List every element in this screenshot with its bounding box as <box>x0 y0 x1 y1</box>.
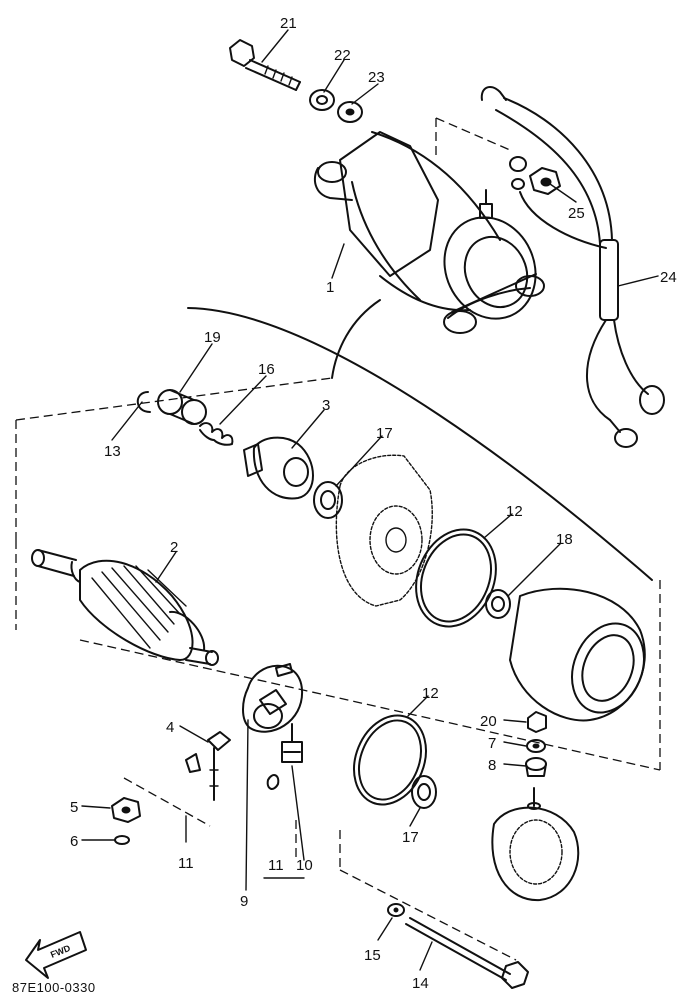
callout-22: 22 <box>334 47 351 64</box>
terminal-ring <box>509 156 527 190</box>
rear-cover <box>491 787 580 902</box>
callout-11-right: 11 <box>268 857 284 874</box>
ref-line-11 <box>123 777 211 827</box>
callout-1: 1 <box>326 279 334 296</box>
part-23-washer <box>337 101 363 123</box>
callout-19: 19 <box>204 329 221 346</box>
part-6-washer <box>114 835 130 845</box>
part-25-nut <box>529 167 561 195</box>
part-10-brush-assy <box>281 723 303 763</box>
callout-2: 2 <box>170 539 178 556</box>
bounding-diagonal <box>79 639 661 771</box>
part-21-bolt <box>229 39 301 91</box>
callout-6: 6 <box>70 833 78 850</box>
callout-11-left: 11 <box>178 855 194 872</box>
callout-20: 20 <box>480 713 497 730</box>
callout-5: 5 <box>70 799 78 816</box>
callout-23: 23 <box>368 69 385 86</box>
callout-18: 18 <box>556 531 573 548</box>
callout-17-lower: 17 <box>402 829 419 846</box>
part-19-collar <box>157 389 207 425</box>
ref-line-lower <box>339 869 517 961</box>
part-17-washer-lower <box>411 775 437 809</box>
part-18-washer <box>485 589 511 619</box>
part-24-starter-cable <box>480 85 665 448</box>
callout-16: 16 <box>258 361 275 378</box>
part-17-washer-upper <box>313 481 343 519</box>
callout-15: 15 <box>364 947 381 964</box>
callout-9: 9 <box>240 893 248 910</box>
ref-line-nut <box>435 117 511 151</box>
callout-8: 8 <box>488 757 496 774</box>
leader-lines <box>81 29 659 971</box>
part-2-armature <box>31 549 219 666</box>
part-15-washer <box>387 903 405 917</box>
callout-10: 10 <box>296 857 313 874</box>
callout-3: 3 <box>322 397 330 414</box>
part-9-brush-plate <box>242 663 304 733</box>
callout-25: 25 <box>568 205 585 222</box>
part-13-circlip <box>136 391 151 413</box>
callout-13: 13 <box>104 443 121 460</box>
callout-17-upper: 17 <box>376 425 393 442</box>
part-12-o-ring-lower <box>353 714 427 806</box>
part-1-starter-motor-assembly <box>313 131 545 334</box>
part-3-brush-holder <box>243 436 314 500</box>
part-14-through-bolt <box>405 917 529 989</box>
callout-12-upper: 12 <box>506 503 523 520</box>
part-22-washer <box>309 89 335 111</box>
callout-12-lower: 12 <box>422 685 439 702</box>
callout-7: 7 <box>488 735 496 752</box>
part-16-spring <box>199 422 234 446</box>
part-7-washer <box>526 739 546 753</box>
part-8-insulator <box>525 757 547 777</box>
part-4-brush <box>185 731 231 801</box>
part-20-nut <box>527 711 547 733</box>
callout-24: 24 <box>660 269 677 286</box>
boundary-connector <box>331 299 381 379</box>
spring-clip <box>266 774 280 790</box>
exploded-view-boundary <box>187 307 653 581</box>
callout-14: 14 <box>412 975 429 992</box>
fwd-arrow-icon: FWD <box>25 931 87 979</box>
front-cover <box>335 454 433 607</box>
callout-21: 21 <box>280 15 297 32</box>
callout-labels: 21 22 23 25 24 1 19 16 3 13 17 12 18 2 1… <box>70 15 677 992</box>
callout-4: 4 <box>166 719 174 736</box>
part-5-nut <box>111 797 141 823</box>
bounding-top-left <box>15 377 333 421</box>
drawing-code: 87E100-0330 <box>12 980 96 995</box>
yoke-housing <box>509 587 646 722</box>
